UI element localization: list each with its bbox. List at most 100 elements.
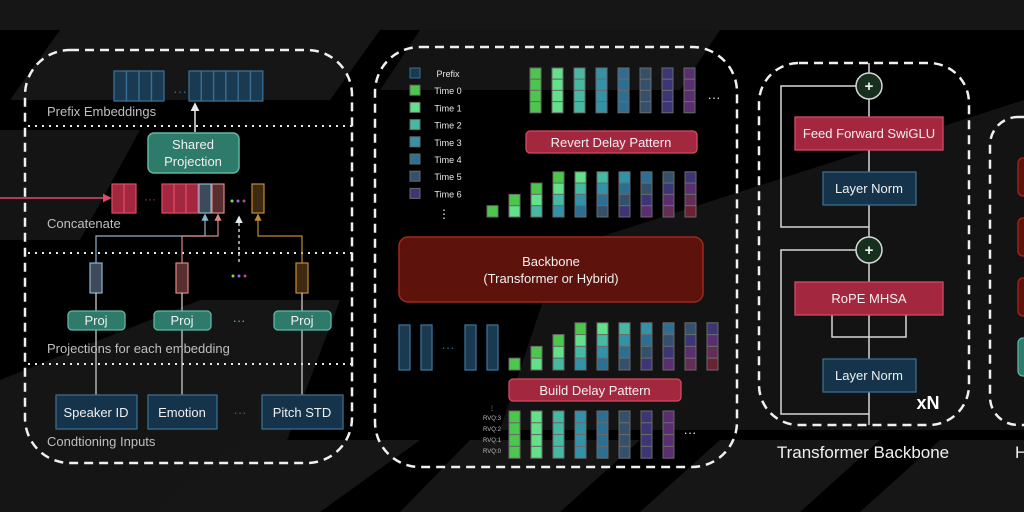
dot bbox=[231, 274, 235, 278]
input-codebook-cell bbox=[574, 445, 587, 459]
delay-cell bbox=[596, 182, 609, 195]
dot bbox=[237, 274, 241, 278]
proj-box-pitch bbox=[273, 310, 332, 331]
delay-cell bbox=[618, 357, 631, 371]
concat-token bbox=[173, 183, 187, 214]
delay-cell bbox=[530, 357, 543, 371]
legend-label: Time 5 bbox=[434, 172, 461, 182]
emotion-embedding bbox=[175, 262, 189, 294]
ellipsis: ··· bbox=[234, 405, 247, 420]
speaker-embedding-token bbox=[198, 183, 212, 214]
input-box-speaker-id bbox=[55, 394, 138, 430]
rvq-label: RVQ:2 bbox=[483, 427, 502, 433]
codebook-cell bbox=[595, 89, 608, 103]
concat-token bbox=[111, 183, 125, 214]
codebook-cell bbox=[661, 67, 674, 80]
residual-connection bbox=[780, 85, 869, 228]
input-codebook-cell bbox=[508, 445, 521, 459]
delay-cell bbox=[684, 205, 697, 218]
dot bbox=[236, 199, 240, 203]
shared-projection-label: Projection bbox=[164, 154, 222, 169]
legend-label: Time 6 bbox=[434, 189, 461, 199]
section-label-prefix-embeddings: Prefix Embeddings bbox=[47, 104, 157, 119]
codebook-cell bbox=[551, 78, 564, 91]
codebook-cell bbox=[595, 67, 608, 80]
delay-cell bbox=[574, 334, 587, 347]
delay-cell bbox=[508, 357, 521, 371]
input-codebook-cell bbox=[618, 434, 631, 447]
delay-cell bbox=[706, 334, 719, 347]
delay-cell bbox=[574, 205, 587, 218]
fourth-panel-caption: H bbox=[1015, 443, 1024, 462]
section-label-inputs: Condtioning Inputs bbox=[47, 434, 156, 449]
proj-box-emotion bbox=[153, 310, 212, 331]
input-codebook-cell bbox=[574, 410, 587, 424]
codebook-cell bbox=[617, 78, 630, 91]
prefix-input-column bbox=[486, 324, 499, 371]
input-codebook-cell bbox=[530, 434, 543, 447]
ellipsis: ··· bbox=[173, 83, 187, 99]
input-codebook-cell bbox=[662, 434, 675, 447]
codebook-cell bbox=[573, 89, 586, 103]
delay-cell bbox=[662, 193, 675, 207]
delay-cell bbox=[662, 357, 675, 371]
delay-cell bbox=[596, 334, 609, 347]
delay-cell bbox=[486, 205, 499, 218]
rope-mhsa-label: RoPE MHSA bbox=[831, 291, 906, 306]
legend-swatch bbox=[409, 187, 421, 199]
residual-connection bbox=[780, 249, 869, 415]
ellipsis: ··· bbox=[708, 90, 721, 105]
backbone-box bbox=[398, 236, 704, 303]
input-codebook-cell bbox=[530, 445, 543, 459]
delay-cell bbox=[596, 171, 609, 184]
delay-cell bbox=[618, 171, 631, 184]
output-codebook-grid bbox=[529, 67, 696, 114]
delay-cell bbox=[662, 334, 675, 347]
transformer-panel-border bbox=[757, 61, 971, 427]
delay-cell bbox=[618, 193, 631, 207]
prefix-input-column bbox=[464, 324, 477, 371]
input-label: Pitch STD bbox=[273, 405, 332, 420]
codebook-cell bbox=[573, 101, 586, 114]
transformer-caption: Transformer Backbone bbox=[777, 443, 949, 462]
dot bbox=[242, 199, 246, 203]
input-box-pitch-std bbox=[261, 394, 344, 430]
prefix-embeddings bbox=[113, 70, 264, 102]
codebook-cell bbox=[551, 89, 564, 103]
input-codebook-cell bbox=[640, 434, 653, 447]
input-codebook-cell bbox=[618, 445, 631, 459]
delay-cell bbox=[552, 182, 565, 195]
codebook-cell bbox=[551, 101, 564, 114]
input-codebook-cell bbox=[640, 422, 653, 436]
delay-cell bbox=[530, 193, 543, 207]
concat-token bbox=[161, 183, 175, 214]
section-label-concatenate: Concatenate bbox=[47, 216, 121, 231]
delay-cell bbox=[640, 205, 653, 218]
dot bbox=[230, 199, 234, 203]
codebook-cell bbox=[617, 101, 630, 114]
codebook-cell bbox=[529, 78, 542, 91]
delay-cell bbox=[574, 345, 587, 359]
codebook-cell bbox=[551, 67, 564, 80]
ellipsis: ··· bbox=[233, 313, 246, 328]
codebook-cell bbox=[529, 67, 542, 80]
pitch-embedding-token bbox=[251, 183, 265, 214]
legend-swatch bbox=[409, 67, 421, 79]
delay-cell bbox=[618, 205, 631, 218]
concat-token bbox=[123, 183, 137, 214]
rvq-label: RVQ:1 bbox=[483, 438, 502, 444]
layer-norm-label: Layer Norm bbox=[835, 368, 903, 383]
delay-cell bbox=[552, 171, 565, 184]
block bbox=[1017, 337, 1024, 377]
add-icon bbox=[855, 236, 883, 264]
prefix-embedding-cell bbox=[200, 70, 215, 102]
delay-cell bbox=[618, 322, 631, 336]
codebook-cell bbox=[661, 89, 674, 103]
legend-swatch bbox=[409, 119, 421, 131]
codebook-cell bbox=[573, 78, 586, 91]
delay-cell bbox=[706, 322, 719, 336]
input-codebook-cell bbox=[662, 445, 675, 459]
